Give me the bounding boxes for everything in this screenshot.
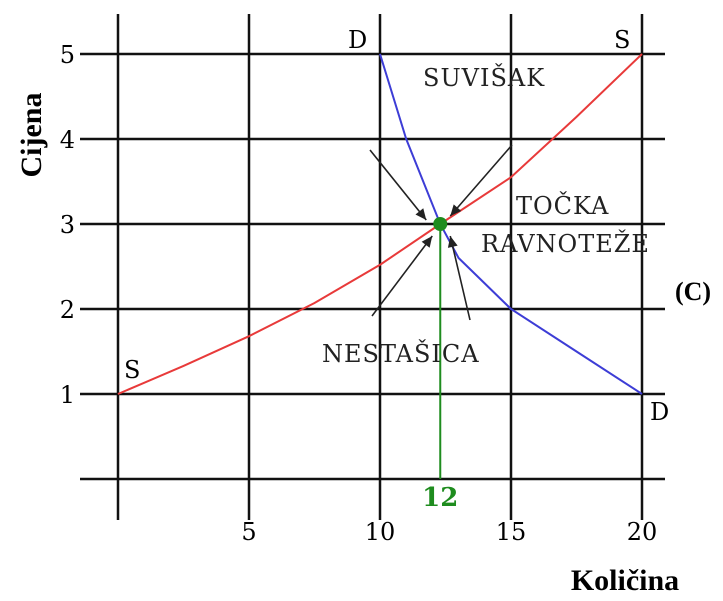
x-tick-label: 20 bbox=[627, 518, 658, 546]
y-tick-label: 2 bbox=[60, 296, 75, 324]
grid-lines bbox=[80, 14, 665, 520]
arrow-line bbox=[371, 235, 433, 317]
demand-end-label: D bbox=[650, 398, 669, 426]
arrow-head bbox=[447, 236, 458, 248]
supply-start-label: S bbox=[124, 356, 140, 384]
y-tick-labels: 1 2 3 4 5 bbox=[60, 41, 75, 409]
arrow-head bbox=[450, 204, 462, 216]
demand-curve bbox=[379, 53, 643, 395]
equilibrium: 12 bbox=[422, 217, 458, 513]
arrow-head bbox=[421, 236, 433, 248]
y-axis-title: Cijena bbox=[15, 93, 48, 178]
panel-label: (C) bbox=[675, 277, 711, 306]
surplus-label: SUVIŠAK bbox=[423, 63, 545, 92]
arrow-line bbox=[449, 144, 513, 217]
series-lines bbox=[117, 53, 643, 395]
demand-start-label: D bbox=[348, 26, 367, 54]
x-tick-label: 10 bbox=[365, 518, 396, 546]
supply-curve bbox=[117, 53, 643, 395]
arrow-line bbox=[369, 149, 427, 221]
y-tick-label: 4 bbox=[60, 126, 75, 154]
shortage-label: NESTAŠICA bbox=[322, 339, 480, 368]
equilibrium-quantity-label: 12 bbox=[422, 483, 458, 513]
arrows bbox=[369, 144, 513, 321]
arrow-line bbox=[449, 235, 471, 321]
equilibrium-label-line1: TOČKA bbox=[516, 191, 609, 220]
y-tick-label: 5 bbox=[60, 41, 75, 69]
x-tick-label: 5 bbox=[241, 518, 256, 546]
equilibrium-label-line2: RAVNOTEŽE bbox=[481, 229, 650, 258]
x-tick-labels: 5 10 15 20 bbox=[241, 518, 657, 546]
arrow-head bbox=[415, 208, 427, 220]
x-axis-title: Količina bbox=[571, 564, 679, 597]
x-tick-label: 15 bbox=[496, 518, 527, 546]
y-tick-label: 3 bbox=[60, 211, 75, 239]
equilibrium-point bbox=[433, 217, 448, 231]
supply-end-label: S bbox=[614, 26, 630, 54]
y-tick-label: 1 bbox=[60, 381, 75, 409]
